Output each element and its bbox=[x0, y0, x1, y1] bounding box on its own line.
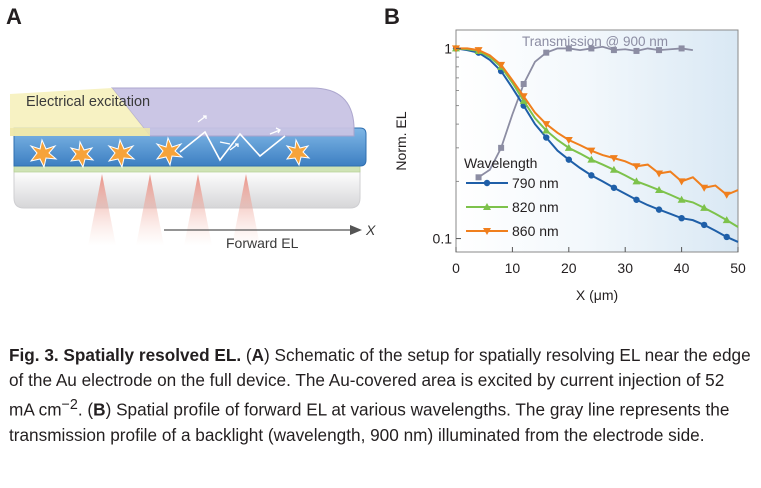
data-point bbox=[700, 184, 709, 192]
excitation-region bbox=[10, 88, 150, 136]
panel-b-letter: B bbox=[384, 4, 400, 29]
el-beam bbox=[184, 174, 212, 246]
data-point bbox=[565, 156, 572, 163]
data-point bbox=[678, 214, 685, 222]
axis-x-label: X bbox=[365, 222, 376, 238]
data-point bbox=[542, 121, 551, 129]
excitation-label: Electrical excitation bbox=[26, 94, 150, 110]
data-point bbox=[543, 134, 550, 141]
legend-label: 820 nm bbox=[512, 199, 559, 215]
data-point-transmission bbox=[475, 174, 482, 181]
data-point bbox=[609, 155, 618, 163]
data-point bbox=[633, 196, 640, 203]
x-tick-label: 10 bbox=[505, 260, 521, 276]
data-point-transmission bbox=[678, 45, 685, 52]
el-beam bbox=[136, 174, 164, 246]
data-point bbox=[564, 143, 573, 151]
active-layer bbox=[13, 127, 367, 167]
series-line bbox=[456, 47, 739, 196]
figure-caption: Fig. 3. Spatially resolved EL. (A) Schem… bbox=[9, 343, 753, 448]
legend-marker bbox=[483, 203, 491, 210]
transmission-label: Transmission @ 900 nm bbox=[522, 34, 668, 49]
data-point bbox=[677, 178, 686, 186]
data-point bbox=[564, 136, 573, 144]
caption-open-a: ( bbox=[245, 345, 252, 365]
series-line bbox=[455, 47, 739, 243]
y-tick-label: 0.1 bbox=[433, 231, 453, 247]
data-point bbox=[587, 155, 596, 163]
caption-sep: . ( bbox=[77, 399, 94, 420]
x-tick-label: 20 bbox=[561, 260, 577, 276]
data-point bbox=[632, 163, 641, 171]
emission-burst bbox=[29, 136, 311, 169]
top-electrode bbox=[110, 87, 355, 137]
caption-ref-a: A bbox=[251, 345, 265, 365]
legend-title: Wavelength bbox=[464, 155, 537, 171]
data-point bbox=[497, 61, 506, 69]
caption-text-b: ) Spatial profile of forward EL at vario… bbox=[9, 399, 730, 445]
device-schematic: Electrical excitation X Forward EL bbox=[10, 87, 376, 251]
data-point bbox=[587, 147, 596, 155]
x-tick-label: 50 bbox=[730, 260, 746, 276]
x-axis-label: X (μm) bbox=[576, 287, 618, 303]
data-point bbox=[677, 195, 686, 203]
panel-a-letter: A bbox=[6, 4, 22, 29]
el-beam bbox=[88, 174, 116, 246]
y-axis-label: Norm. EL bbox=[393, 111, 409, 170]
data-point bbox=[474, 47, 483, 55]
legend-label: 860 nm bbox=[512, 223, 559, 239]
data-point-transmission bbox=[610, 47, 617, 54]
data-point-transmission bbox=[520, 81, 527, 88]
x-tick-label: 40 bbox=[674, 260, 690, 276]
data-point bbox=[519, 93, 528, 101]
el-beam bbox=[232, 174, 260, 246]
data-point-transmission bbox=[498, 144, 505, 151]
legend-marker bbox=[483, 228, 491, 235]
data-point bbox=[722, 216, 731, 224]
data-point bbox=[722, 191, 731, 199]
y-tick-label: 1 bbox=[444, 40, 452, 56]
data-point bbox=[609, 165, 618, 173]
data-point-transmission bbox=[588, 45, 595, 52]
forward-el-label: Forward EL bbox=[226, 235, 299, 251]
light-path bbox=[179, 130, 286, 162]
substrate-layer bbox=[13, 169, 361, 209]
data-point bbox=[655, 170, 664, 178]
data-point-transmission bbox=[656, 47, 663, 54]
data-point-transmission bbox=[543, 49, 550, 56]
x-tick-label: 0 bbox=[452, 260, 460, 276]
data-point bbox=[655, 186, 664, 194]
data-point bbox=[632, 177, 641, 185]
data-point-transmission bbox=[633, 47, 640, 54]
caption-lead: Fig. 3. Spatially resolved EL. bbox=[9, 345, 242, 365]
data-point bbox=[542, 126, 551, 134]
data-point bbox=[610, 184, 618, 191]
data-point bbox=[588, 172, 595, 179]
data-point bbox=[700, 221, 708, 229]
data-point bbox=[519, 96, 528, 104]
data-point-transmission bbox=[565, 45, 572, 52]
caption-ref-b: B bbox=[93, 399, 106, 420]
caption-exponent: −2 bbox=[61, 397, 78, 413]
legend-label: 790 nm bbox=[512, 175, 559, 191]
caption-text-a: ) Schematic of the setup for spatially r… bbox=[9, 345, 751, 420]
scatter-arrows bbox=[197, 115, 281, 151]
x-tick-label: 30 bbox=[617, 260, 633, 276]
data-point bbox=[723, 233, 730, 241]
data-point bbox=[700, 203, 709, 211]
legend-marker bbox=[483, 179, 491, 187]
el-profile-chart: 0 10 20 30 40 50 0.1 1 Transmission @ 900 nm No… bbox=[393, 29, 746, 303]
data-point bbox=[655, 206, 663, 213]
